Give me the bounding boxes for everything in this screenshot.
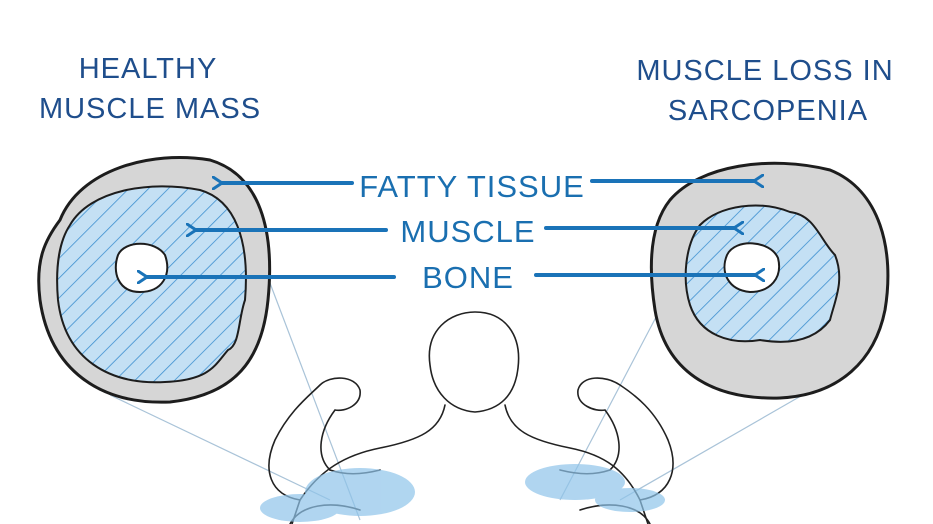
label-muscle: MUSCLE (400, 214, 535, 249)
left-title-line2: MUSCLE MASS (39, 93, 261, 125)
healthy-cross-section (37, 156, 272, 404)
right-title-line1: MUSCLE LOSS IN (636, 55, 893, 87)
figure-right-arm (577, 377, 674, 501)
healthy-bone (114, 242, 169, 294)
highlighted-muscles (260, 464, 665, 522)
figure-head (428, 311, 520, 413)
left-title-line1: HEALTHY (79, 53, 218, 85)
label-fatty-tissue: FATTY TISSUE (359, 169, 585, 204)
sarcopenia-bone (723, 242, 781, 294)
right-title-line2: SARCOPENIA (668, 95, 868, 127)
figure-left-arm (268, 377, 361, 501)
sarcopenia-cross-section (649, 161, 890, 400)
arrows (147, 181, 755, 277)
label-bone: BONE (422, 260, 514, 295)
